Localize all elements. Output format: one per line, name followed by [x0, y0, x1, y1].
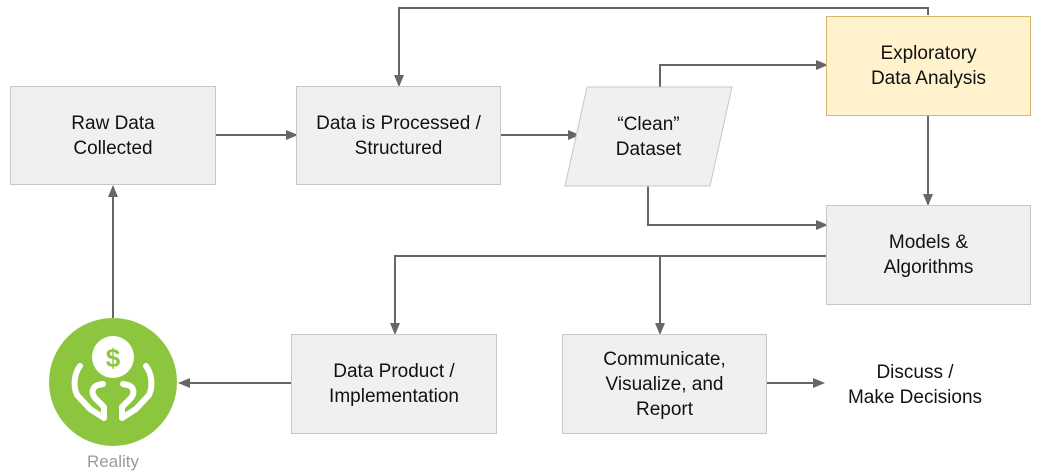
data-product-node: Data Product / Implementation	[291, 334, 497, 434]
arrow-models-to-product	[390, 255, 826, 335]
arrow-clean-to-eda	[659, 60, 828, 87]
discuss-label: Discuss / Make Decisions	[847, 362, 983, 408]
communicate-node: Communicate, Visualize, and Report	[562, 334, 767, 434]
raw-data-node: Raw Data Collected	[10, 86, 216, 185]
models-node: Models & Algorithms	[826, 205, 1031, 305]
arrow-eda-to-processed	[394, 7, 929, 87]
money-hands-icon: $	[49, 318, 177, 446]
reality-label: Reality	[87, 452, 139, 471]
clean-dataset-label: “Clean” Dataset	[615, 113, 682, 160]
svg-text:$: $	[106, 343, 121, 373]
eda-node: Exploratory Data Analysis	[826, 16, 1031, 116]
processed-node: Data is Processed / Structured	[296, 86, 501, 185]
clean-dataset-shape	[564, 86, 733, 187]
arrow-clean-to-models	[647, 186, 828, 230]
